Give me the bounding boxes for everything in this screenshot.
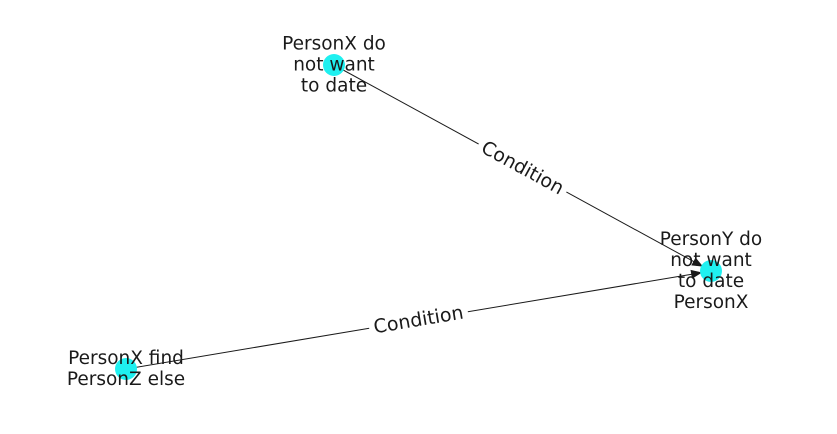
node-label-line: to date	[678, 271, 744, 292]
node-label-line: PersonY do	[660, 229, 762, 250]
node-label-line: PersonX find	[68, 348, 184, 369]
node-dot	[700, 260, 722, 282]
edge-n3-n2: Condition	[125, 269, 703, 370]
node-label-line: PersonZ else	[67, 369, 185, 390]
arrowhead-icon	[691, 257, 704, 267]
node-label-line: to date	[301, 76, 367, 97]
node-dot	[323, 54, 345, 76]
node-dot	[115, 358, 137, 380]
edge-label: Condition	[477, 137, 567, 200]
edge-label-background	[472, 132, 573, 204]
node-label-line: not want	[670, 250, 752, 271]
arrowhead-icon	[690, 269, 703, 279]
edge-n1-n2: Condition	[333, 64, 704, 267]
edge-label-group: Condition	[472, 132, 573, 204]
node-label-line: not want	[293, 55, 375, 76]
node-label-line: PersonX	[674, 292, 749, 313]
edge-label-group: Condition	[367, 298, 470, 342]
node-label-line: PersonX do	[282, 34, 386, 55]
edge-label-background	[367, 298, 470, 342]
